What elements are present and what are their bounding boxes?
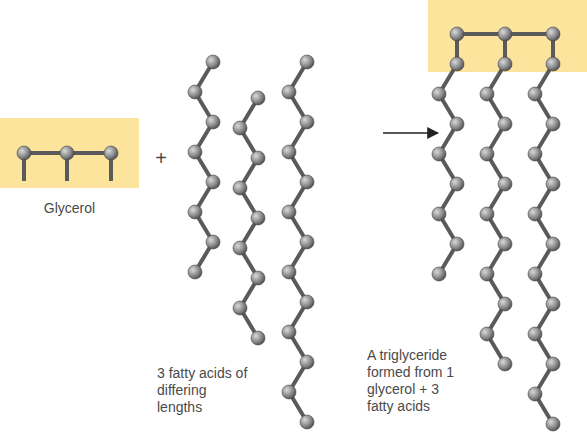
atom [188,145,202,159]
atom [300,295,314,309]
atom [480,87,494,101]
atom [300,175,314,189]
atom [528,147,542,161]
glycerol-highlight [0,118,139,188]
atom [282,85,296,99]
atom [498,357,512,371]
atom [546,297,560,311]
atom [498,297,512,311]
atom [251,331,265,345]
atom [206,235,220,249]
reaction-arrow [383,132,438,134]
atom [104,146,118,160]
atom [528,207,542,221]
atom [450,237,464,251]
atom [432,267,446,281]
atom [450,27,464,41]
atom [60,146,74,160]
atom [17,146,31,160]
atom [188,265,202,279]
atom [546,57,560,71]
atom [300,235,314,249]
atom [450,117,464,131]
plus-sign: + [153,150,169,167]
atom [282,145,296,159]
atom [498,117,512,131]
atom [282,385,296,399]
atom [432,207,446,221]
atom [300,355,314,369]
atom [480,147,494,161]
atom [206,55,220,69]
atom [300,115,314,129]
atom [480,327,494,341]
atom [251,271,265,285]
atom [546,117,560,131]
molecule-name: Glycerol [0,200,139,217]
atom [480,267,494,281]
atom [480,207,494,221]
atom [498,27,512,41]
atom [432,147,446,161]
caption-label: 3 fatty acids of differing lengths [157,365,253,416]
atom [528,267,542,281]
atom [432,87,446,101]
atom [282,325,296,339]
atom [282,265,296,279]
atom [206,175,220,189]
atom [528,387,542,401]
atom [188,85,202,99]
atom [206,115,220,129]
glycerol-highlight [428,0,587,72]
caption-label: A triglyceride formed from 1 glycerol + … [367,347,467,415]
atom [251,151,265,165]
atom [251,91,265,105]
atom [546,417,560,431]
atom [546,237,560,251]
atom [233,241,247,255]
atom [188,205,202,219]
atom [450,57,464,71]
atom [528,87,542,101]
atom [251,211,265,225]
atom [233,121,247,135]
atom [528,327,542,341]
atom [498,237,512,251]
atom [233,181,247,195]
atom [498,177,512,191]
atom [498,57,512,71]
atom [546,177,560,191]
atom [300,415,314,429]
atom [233,301,247,315]
atom [450,177,464,191]
atom [546,357,560,371]
atom [546,27,560,41]
atom [300,55,314,69]
atom [282,205,296,219]
